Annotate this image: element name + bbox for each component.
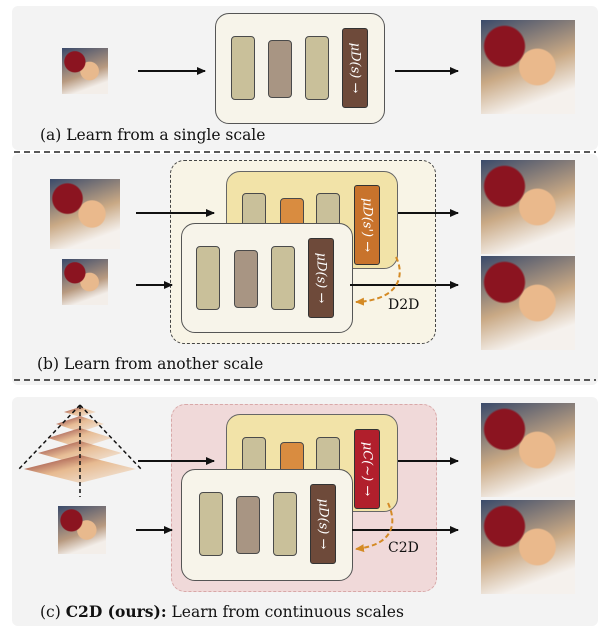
operator-block: μC(~) → bbox=[354, 429, 380, 509]
layer-bar bbox=[305, 36, 329, 100]
output-image-b-top bbox=[481, 160, 575, 254]
layer-bar bbox=[236, 496, 260, 554]
layer-bar bbox=[231, 36, 255, 100]
layer-bar bbox=[271, 246, 295, 310]
operator-block: μD(s) → bbox=[342, 28, 368, 108]
operator-block: μD(s) → bbox=[310, 484, 336, 564]
layer-bar bbox=[199, 492, 223, 556]
c2d-label: C2D bbox=[388, 540, 419, 556]
input-image-small-a bbox=[62, 48, 108, 94]
layer-bar bbox=[268, 40, 292, 98]
operator-block: μD(s') → bbox=[354, 185, 380, 265]
input-image-small-b bbox=[62, 259, 108, 305]
caption-c-text: Learn from continuous scales bbox=[166, 603, 404, 621]
layer-bar bbox=[273, 492, 297, 556]
d2d-label: D2D bbox=[388, 297, 420, 313]
caption-a: (a) Learn from a single scale bbox=[40, 126, 266, 144]
input-image-small-c bbox=[58, 506, 106, 554]
operator-block: μD(s) → bbox=[308, 238, 334, 318]
output-image-c-top bbox=[481, 403, 575, 497]
layer-bar bbox=[196, 246, 220, 310]
output-image-a bbox=[481, 20, 575, 114]
caption-c-prefix: (c) bbox=[40, 603, 66, 621]
caption-b: (b) Learn from another scale bbox=[37, 355, 264, 373]
caption-c-method: C2D (ours): bbox=[65, 602, 167, 621]
caption-c: (c) C2D (ours): Learn from continuous sc… bbox=[40, 602, 404, 621]
output-image-c-bottom bbox=[481, 500, 575, 594]
layer-bar bbox=[234, 250, 258, 308]
output-image-b-bottom bbox=[481, 256, 575, 350]
input-image-large-b bbox=[50, 179, 120, 249]
